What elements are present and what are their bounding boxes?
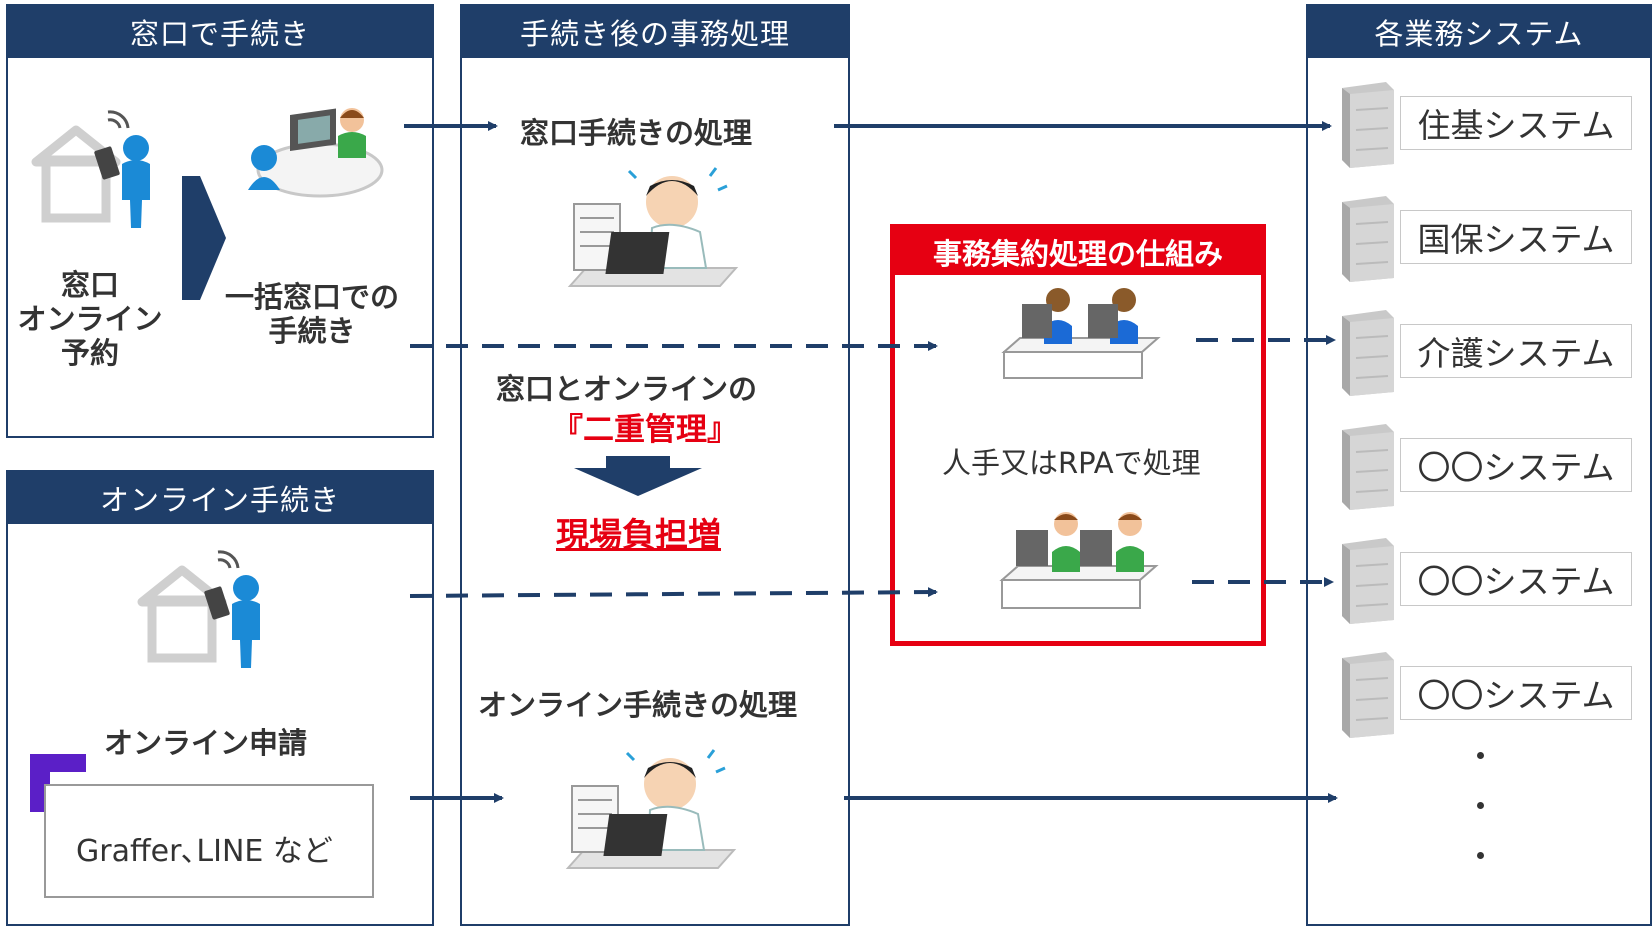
ellipsis-dot [1477,802,1484,809]
chevron-right-icon [182,176,226,300]
house-person-icon [31,110,150,228]
down-arrow-icon [574,456,702,496]
server-icon [1342,310,1394,396]
dual-management-line1: 窓口とオンラインの [496,372,758,406]
system-row: 介護システム [1336,308,1636,396]
post-procedure-header: 手続き後の事務処理 [462,6,848,58]
system-label: 〇〇システム [1400,666,1632,720]
system-row: 住基システム [1336,80,1636,168]
busy-worker-icon [567,167,739,287]
business-systems-header: 各業務システム [1308,6,1650,58]
house-person-icon [137,550,260,668]
system-label: 国保システム [1400,210,1632,264]
online-procedure-header: オンライン手続き [8,472,432,524]
reserve-label: 窓口 オンライン 予約 [17,268,163,371]
rpa-label: 人手又はRPAで処理 [942,446,1201,480]
server-icon [1342,196,1394,282]
window-procedure-header: 窓口で手続き [8,6,432,58]
counter-staff-icon [248,108,384,198]
system-label: 介護システム [1400,324,1632,378]
system-row: 〇〇システム [1336,650,1636,738]
online-process-label: オンライン手続きの処理 [478,688,798,722]
system-label: 住基システム [1400,96,1632,150]
system-row: 〇〇システム [1336,422,1636,510]
ellipsis-dot [1477,752,1484,759]
online-apply-label: オンライン申請 [104,726,308,760]
busy-worker-icon [565,749,737,869]
window-process-label: 窓口手続きの処理 [520,116,753,150]
server-icon [1342,652,1394,738]
dual-management-line2: 『二重管理』 [552,412,738,448]
server-icon [1342,538,1394,624]
ellipsis-dot [1477,852,1484,859]
staff-desk-icon [999,512,1159,609]
rpa-header: 事務集約処理の仕組み [895,229,1261,275]
staff-desk-icon [1001,288,1161,379]
system-row: 国保システム [1336,194,1636,282]
batch-window-label: 一括窓口での 手続き [224,280,399,349]
system-label: 〇〇システム [1400,552,1632,606]
system-row: 〇〇システム [1336,536,1636,624]
burden-increase-label: 現場負担増 [556,515,721,554]
online-tools-box [44,784,374,898]
server-icon [1342,424,1394,510]
online-tools-label: Graffer､LINE など [76,834,333,869]
arrow-online-to-rpa [409,587,938,598]
server-icon [1342,82,1394,168]
system-label: 〇〇システム [1400,438,1632,492]
